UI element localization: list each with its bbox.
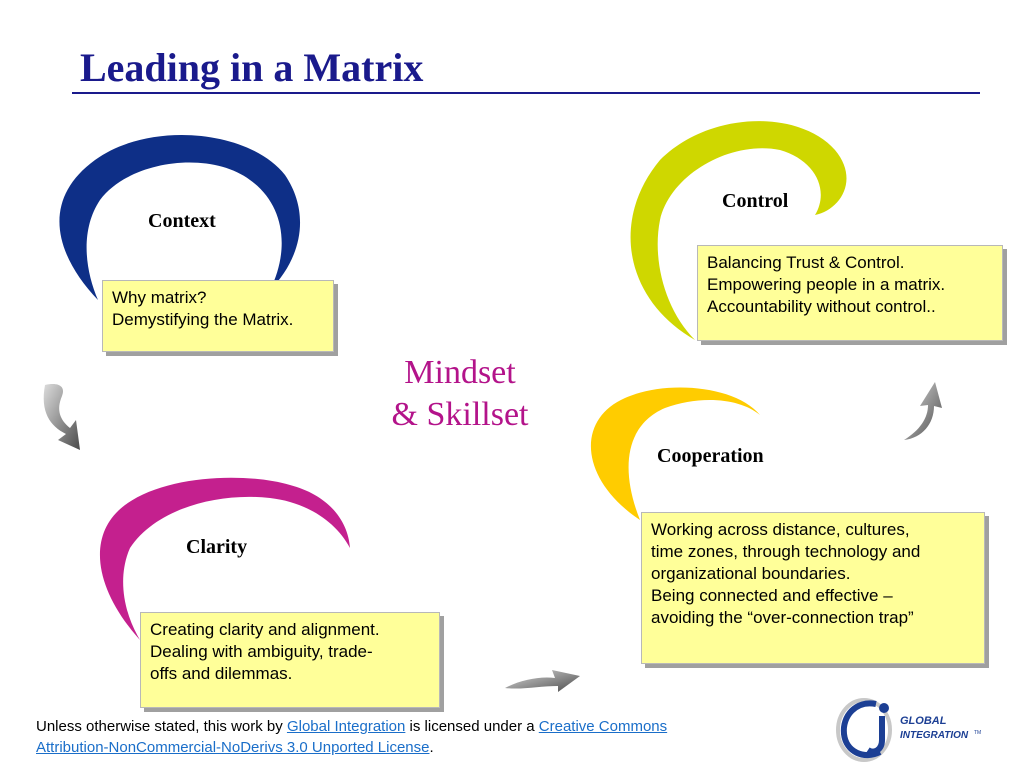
context-note-line: Demystifying the Matrix. <box>112 310 294 329</box>
left-cycle-arrow <box>43 384 80 450</box>
cooperation-note-line: avoiding the “over-connection trap” <box>651 608 914 627</box>
control-note-line: Accountability without control.. <box>707 297 936 316</box>
logo-text-line2: INTEGRATION <box>900 730 969 741</box>
cooperation-heading: Cooperation <box>657 445 764 467</box>
footer-suffix: . <box>429 739 434 756</box>
clarity-note-line: Dealing with ambiguity, trade- <box>150 642 373 661</box>
cooperation-note-line: time zones, through technology and <box>651 542 921 561</box>
clarity-note-line: Creating clarity and alignment. <box>150 620 380 639</box>
context-heading: Context <box>148 210 216 232</box>
clarity-crescent <box>99 477 350 640</box>
footer-prefix: Unless otherwise stated, this work by <box>36 718 287 735</box>
logo-text-line1: GLOBAL <box>900 715 947 727</box>
control-crescent <box>630 121 847 340</box>
context-note-line: Why matrix? <box>112 288 207 307</box>
control-heading: Control <box>722 190 789 212</box>
clarity-note-line: offs and dilemmas. <box>150 664 293 683</box>
bottom-cycle-arrow <box>505 670 580 692</box>
global-integration-logo: GLOBAL INTEGRATION TM <box>836 698 981 762</box>
clarity-heading: Clarity <box>186 536 248 558</box>
control-note-line: Balancing Trust & Control. <box>707 253 905 272</box>
footer-middle: is licensed under a <box>405 718 539 735</box>
right-cycle-arrow <box>904 382 942 440</box>
center-title: Mindset & Skillset <box>380 352 540 436</box>
clarity-note: Creating clarity and alignment. Dealing … <box>140 612 440 708</box>
cooperation-note-line: Being connected and effective – <box>651 586 893 605</box>
slide-title: Leading in a Matrix <box>80 45 424 90</box>
license-link[interactable]: Attribution-NonCommercial-NoDerivs 3.0 U… <box>36 739 430 756</box>
global-integration-link[interactable]: Global Integration <box>286 718 406 735</box>
cooperation-note: Working across distance, cultures, time … <box>641 512 985 664</box>
center-title-line: Mindset <box>404 354 516 391</box>
cooperation-crescent <box>590 387 760 520</box>
context-note: Why matrix? Demystifying the Matrix. <box>102 280 334 352</box>
context-crescent <box>59 134 301 300</box>
control-note: Balancing Trust & Control. Empowering pe… <box>697 245 1003 341</box>
center-title-line: & Skillset <box>391 396 529 433</box>
license-footer: Unless otherwise stated, this work by Gl… <box>36 716 667 758</box>
control-note-line: Empowering people in a matrix. <box>707 275 946 294</box>
title-underline <box>72 92 980 94</box>
cooperation-note-line: Working across distance, cultures, <box>651 520 910 539</box>
creative-commons-link[interactable]: Creative Commons <box>538 718 668 735</box>
cooperation-note-line: organizational boundaries. <box>651 564 851 583</box>
logo-trademark: TM <box>974 730 981 736</box>
